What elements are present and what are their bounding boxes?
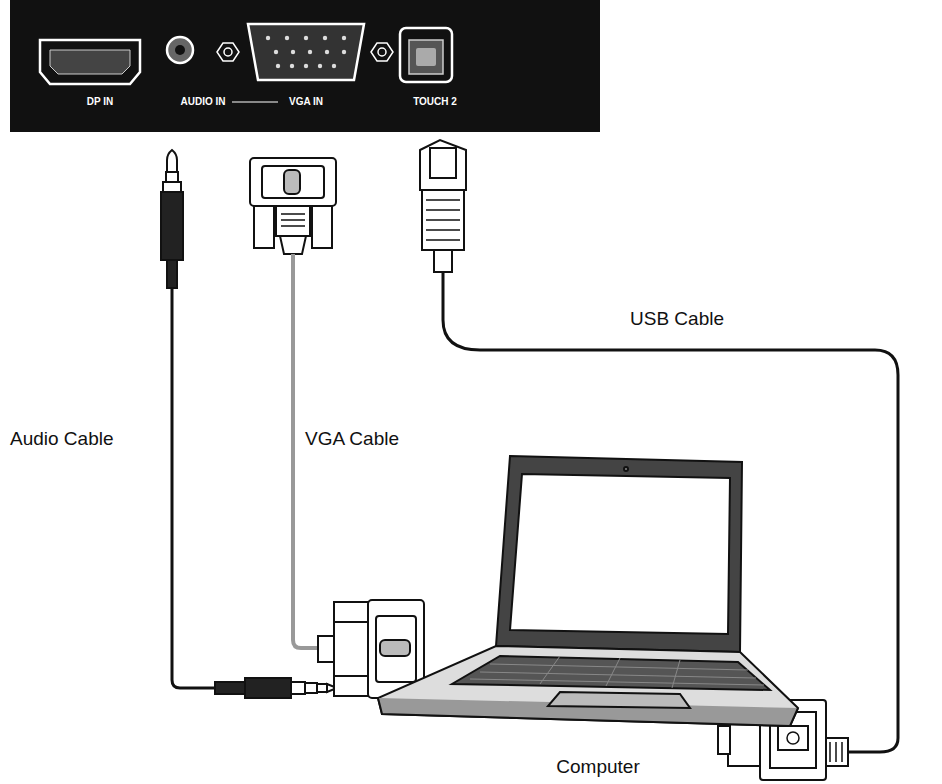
vga-pin [325, 50, 329, 54]
laptop [378, 456, 798, 726]
cable-label: VGA Cable [305, 428, 399, 450]
dp-port [40, 40, 140, 84]
vga-screw-hole [378, 48, 386, 56]
input-panel: DP IN AUDIO IN VGA IN TOUCH 2 [10, 0, 600, 132]
usb-b-tongue [416, 48, 436, 66]
vga-pin [323, 36, 327, 40]
vga-pin [332, 64, 336, 68]
usb-b-port [400, 28, 452, 82]
port-label: DP IN [87, 96, 114, 107]
vga-screw [371, 43, 393, 61]
vga-pin [308, 50, 312, 54]
vga-pin [304, 64, 308, 68]
vga-pin [290, 64, 294, 68]
vga-screw [217, 43, 239, 61]
port-label: TOUCH 2 [413, 96, 457, 107]
vga-pin [291, 50, 295, 54]
vga-port [248, 24, 364, 80]
port-group-line [232, 101, 278, 102]
dp-port-inner [50, 50, 130, 74]
audio-jack-hole [175, 45, 185, 55]
vga-pin [342, 36, 346, 40]
vga-cable [250, 158, 424, 698]
vga-pin [266, 36, 270, 40]
vga-pin [318, 64, 322, 68]
vga-screw-hole [224, 48, 232, 56]
cable-label: USB Cable [630, 308, 724, 330]
usb-cable [420, 140, 898, 780]
vga-pin [285, 36, 289, 40]
port-graphics [10, 0, 600, 132]
port-label: VGA IN [289, 96, 323, 107]
vga-pin [274, 50, 278, 54]
vga-pin [342, 50, 346, 54]
cable-label: Computer [556, 756, 639, 778]
usb-b-port-inner [409, 40, 443, 74]
audio-cable [161, 150, 337, 698]
cable-label: Audio Cable [10, 428, 114, 450]
audio-jack [167, 37, 193, 63]
vga-pin [304, 36, 308, 40]
port-label: AUDIO IN [181, 96, 226, 107]
vga-pin [276, 64, 280, 68]
